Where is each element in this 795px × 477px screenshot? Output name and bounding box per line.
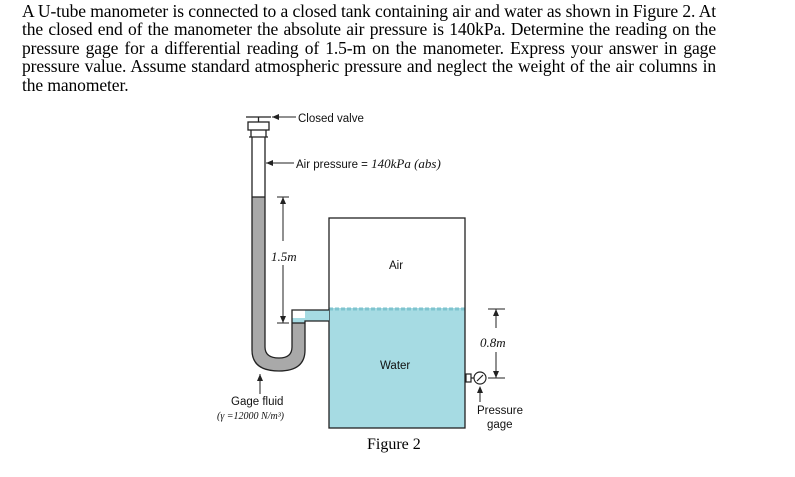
- pressure-gage-icon: [465, 371, 487, 385]
- gage-fluid-gamma: (γ =12000 N/m³): [217, 411, 285, 422]
- pressure-gage-label-2: gage: [487, 419, 513, 431]
- differential-label: 1.5m: [271, 249, 297, 264]
- right-leg-water: [292, 318, 305, 323]
- closed-valve-icon: [246, 116, 271, 138]
- problem-statement: A U-tube manometer is connected to a clo…: [22, 1, 716, 95]
- height-label: 0.8m: [480, 335, 506, 350]
- gage-fluid: [252, 197, 305, 371]
- air-pressure-label: Air pressure = 140kPa (abs): [296, 156, 441, 171]
- tank-air-label: Air: [389, 260, 403, 272]
- tank-water: [329, 308, 465, 428]
- tank: [328, 217, 466, 429]
- pressure-gage-label: Pressure: [477, 405, 523, 417]
- u-tube: [251, 137, 329, 372]
- connector-water: [305, 310, 329, 321]
- figure-caption: Figure 2: [367, 436, 421, 453]
- tank-water-label: Water: [380, 360, 410, 372]
- closed-valve-label: Closed valve: [298, 113, 364, 125]
- gage-fluid-label: Gage fluid: [231, 396, 283, 408]
